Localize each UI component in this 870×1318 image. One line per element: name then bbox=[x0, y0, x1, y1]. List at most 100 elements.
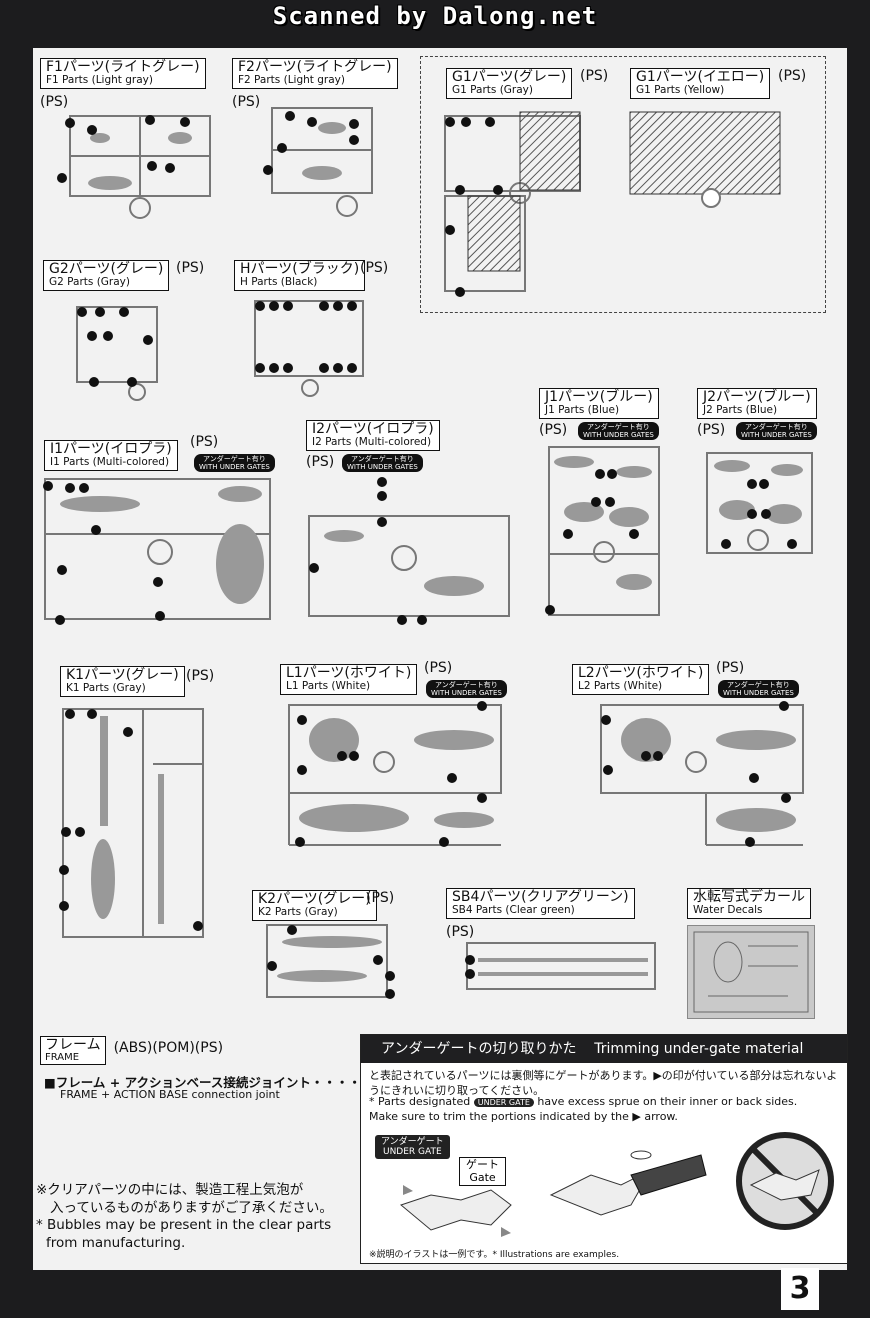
label-f1-en: F1 Parts (Light gray) bbox=[46, 73, 153, 86]
sprue-i1 bbox=[43, 478, 271, 625]
label-j2: J2パーツ(ブルー) J2 Parts (Blue) bbox=[697, 388, 817, 419]
g1-group-frame bbox=[420, 56, 826, 313]
frame-materials: (ABS)(POM)(PS) bbox=[113, 1040, 224, 1056]
cutting-illustration bbox=[549, 1150, 707, 1216]
sprue-j1 bbox=[545, 446, 660, 616]
clear-note-jp2: 入っているものがありますがご了承ください。 bbox=[50, 1199, 333, 1216]
clear-note-en1: * Bubbles may be present in the clear pa… bbox=[36, 1217, 332, 1234]
badge-en: WITH UNDER GATES bbox=[431, 689, 502, 697]
sprue-j2 bbox=[706, 452, 813, 554]
under-gate-tag-jp: アンダーゲート bbox=[381, 1137, 444, 1147]
badge-jp: アンダーゲート有り bbox=[203, 455, 266, 463]
sprue-k2 bbox=[266, 924, 395, 999]
trimming-text-en: * Parts designated UNDER GATE have exces… bbox=[369, 1095, 845, 1125]
label-g2-en: G2 Parts (Gray) bbox=[49, 275, 130, 288]
label-g2: G2パーツ(グレー) G2 Parts (Gray) bbox=[43, 260, 170, 291]
label-i1: I1パーツ(イロプラ) I1 Parts (Multi-colored) bbox=[44, 440, 178, 471]
label-f2-jp: F2パーツ(ライトグレー) bbox=[238, 59, 392, 75]
frame-label-en: FRAME bbox=[45, 1051, 80, 1063]
label-j1-jp: J1パーツ(ブルー) bbox=[545, 389, 653, 405]
label-f2: F2パーツ(ライトグレー) F2 Parts (Light gray) bbox=[232, 58, 398, 89]
label-h-jp: Hパーツ(ブラック) bbox=[240, 261, 360, 277]
label-decal: 水転写式デカール Water Decals bbox=[687, 888, 811, 919]
prohibited-illustration bbox=[736, 1132, 834, 1230]
label-g1-yellow-en: G1 Parts (Yellow) bbox=[636, 83, 725, 96]
gate-callout-en: Gate bbox=[469, 1170, 496, 1184]
label-k2-en: K2 Parts (Gray) bbox=[258, 905, 338, 918]
label-g2-jp: G2パーツ(グレー) bbox=[49, 261, 164, 277]
trimming-title-jp: アンダーゲートの切り取りかた bbox=[381, 1041, 577, 1057]
under-gate-inline-badge: UNDER GATE bbox=[473, 1098, 534, 1107]
under-gate-tag: アンダーゲート UNDER GATE bbox=[375, 1135, 450, 1159]
trimming-title-en: Trimming under-gate material bbox=[594, 1041, 804, 1057]
sprue-g1-yellow bbox=[629, 111, 781, 208]
label-i1-jp: I1パーツ(イロプラ) bbox=[50, 441, 172, 457]
label-g1-yellow-jp: G1パーツ(イエロー) bbox=[636, 69, 765, 85]
label-j2-en: J2 Parts (Blue) bbox=[703, 403, 778, 416]
label-g1-yellow: G1パーツ(イエロー) G1 Parts (Yellow) bbox=[630, 68, 771, 99]
decal-sheet-image bbox=[687, 925, 815, 1019]
ps-f2: (PS) bbox=[232, 94, 261, 110]
sprue-l2 bbox=[600, 701, 804, 847]
label-j1-en: J1 Parts (Blue) bbox=[545, 403, 620, 416]
ps-sb4: (PS) bbox=[446, 924, 475, 940]
badge-en: WITH UNDER GATES bbox=[199, 463, 270, 471]
sprue-h bbox=[254, 300, 364, 397]
label-l2-jp: L2パーツ(ホワイト) bbox=[578, 665, 704, 681]
trimming-header: アンダーゲートの切り取りかた Trimming under-gate mater… bbox=[361, 1035, 847, 1063]
badge-jp: アンダーゲート有り bbox=[727, 681, 790, 689]
badge-en: WITH UNDER GATES bbox=[723, 689, 794, 697]
frame-section: フレーム FRAME (ABS)(POM)(PS) bbox=[40, 1036, 224, 1066]
ps-g2: (PS) bbox=[176, 260, 205, 276]
sprue-sb4 bbox=[465, 942, 656, 990]
badge-en: WITH UNDER GATES bbox=[741, 431, 812, 439]
sprue-i2 bbox=[308, 477, 510, 625]
label-j1: J1パーツ(ブルー) J1 Parts (Blue) bbox=[539, 388, 659, 419]
badge-jp: アンダーゲート有り bbox=[745, 423, 808, 431]
gate-callout: ゲート Gate bbox=[459, 1157, 506, 1187]
under-gate-tag-en: UNDER GATE bbox=[382, 1147, 442, 1157]
gate-callout-jp: ゲート bbox=[466, 1158, 499, 1171]
ps-g1-gray: (PS) bbox=[580, 68, 609, 84]
frame-label: フレーム FRAME bbox=[40, 1036, 106, 1066]
badge-jp: アンダーゲート有り bbox=[587, 423, 650, 431]
trimming-text-jp: と表記されているパーツには裏側等にゲートがあります。▶の印が付いている部分は忘れ… bbox=[369, 1069, 838, 1097]
label-l1: L1パーツ(ホワイト) L1 Parts (White) bbox=[280, 664, 418, 695]
sprue-g1-gray bbox=[444, 111, 581, 297]
label-g1-gray: G1パーツ(グレー) G1 Parts (Gray) bbox=[446, 68, 573, 99]
watermark: Scanned by Dalong.net bbox=[272, 2, 598, 30]
label-g1-gray-en: G1 Parts (Gray) bbox=[452, 83, 533, 96]
label-f2-en: F2 Parts (Light gray) bbox=[238, 73, 345, 86]
ps-f1: (PS) bbox=[40, 94, 69, 110]
label-k2-jp: K2パーツ(グレー) bbox=[258, 891, 371, 907]
label-decal-en: Water Decals bbox=[693, 903, 763, 916]
clear-note-en2: from manufacturing. bbox=[46, 1234, 186, 1251]
page-number: 3 bbox=[781, 1268, 819, 1310]
sprue-f1 bbox=[57, 115, 211, 219]
label-l2-en: L2 Parts (White) bbox=[578, 679, 663, 692]
label-sb4-jp: SB4パーツ(クリアグリーン) bbox=[452, 889, 629, 905]
label-k2: K2パーツ(グレー) K2 Parts (Gray) bbox=[252, 890, 377, 921]
trimming-en-3: Make sure to trim the portions indicated… bbox=[369, 1109, 678, 1123]
label-k1-jp: K1パーツ(グレー) bbox=[66, 667, 179, 683]
label-decal-jp: 水転写式デカール bbox=[693, 889, 805, 905]
sprue-f2 bbox=[263, 107, 373, 217]
trimming-en-2: have excess sprue on their inner or back… bbox=[537, 1095, 798, 1108]
under-gate-part-illustration bbox=[399, 1185, 512, 1237]
ps-l1: (PS) bbox=[424, 660, 453, 676]
label-l1-en: L1 Parts (White) bbox=[286, 679, 371, 692]
label-g1-gray-jp: G1パーツ(グレー) bbox=[452, 69, 567, 85]
label-sb4-en: SB4 Parts (Clear green) bbox=[452, 903, 575, 916]
ps-j1: (PS) bbox=[539, 422, 568, 438]
label-sb4: SB4パーツ(クリアグリーン) SB4 Parts (Clear green) bbox=[446, 888, 635, 919]
ps-i1: (PS) bbox=[190, 434, 219, 450]
label-l2: L2パーツ(ホワイト) L2 Parts (White) bbox=[572, 664, 710, 695]
trimming-en-1: * Parts designated bbox=[369, 1095, 471, 1108]
frame-joint-jp: ■フレーム + アクションベース接続ジョイント・・・・1 bbox=[44, 1075, 370, 1090]
ps-k2: (PS) bbox=[366, 890, 395, 906]
